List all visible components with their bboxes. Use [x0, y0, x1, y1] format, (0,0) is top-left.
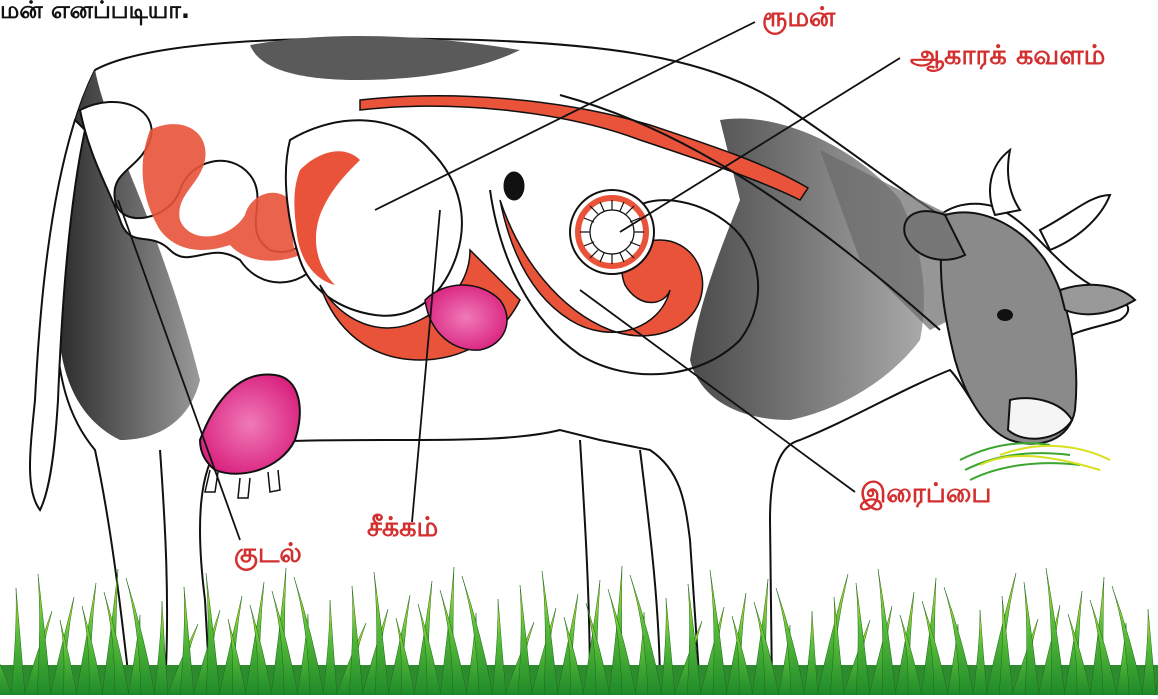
label-intestine: குடல்: [234, 538, 302, 573]
label-omasum: ஆகாரக் கவளம்: [910, 40, 1105, 75]
label-caecum: சீக்கம்: [367, 512, 438, 547]
label-abomasum: இரைப்பை: [860, 478, 992, 513]
grass-blade: [1142, 609, 1156, 695]
grass-blade: [804, 611, 818, 695]
grass-blade: [518, 585, 532, 695]
cow-horn-right: [1040, 195, 1110, 250]
grass-in-mouth: [960, 443, 1110, 480]
cow-horn-left: [990, 150, 1020, 215]
grass-blade: [206, 573, 220, 695]
esophagus-opening: [504, 172, 524, 200]
grass-blade: [349, 586, 363, 695]
grass-blade: [374, 572, 389, 695]
grass-blade: [1024, 582, 1039, 695]
cow-eye: [997, 309, 1013, 321]
grass-blade: [492, 599, 506, 695]
grass-blade: [11, 588, 25, 695]
label-rumen: ரூமன்: [762, 2, 835, 37]
grass-blade: [973, 610, 987, 695]
grass-blade: [856, 583, 870, 695]
grass-blade: [37, 574, 51, 695]
header-text-fragment: மன் எனப்படியா.: [0, 0, 190, 27]
grass-blade: [661, 598, 675, 695]
grass-blade: [323, 600, 337, 695]
